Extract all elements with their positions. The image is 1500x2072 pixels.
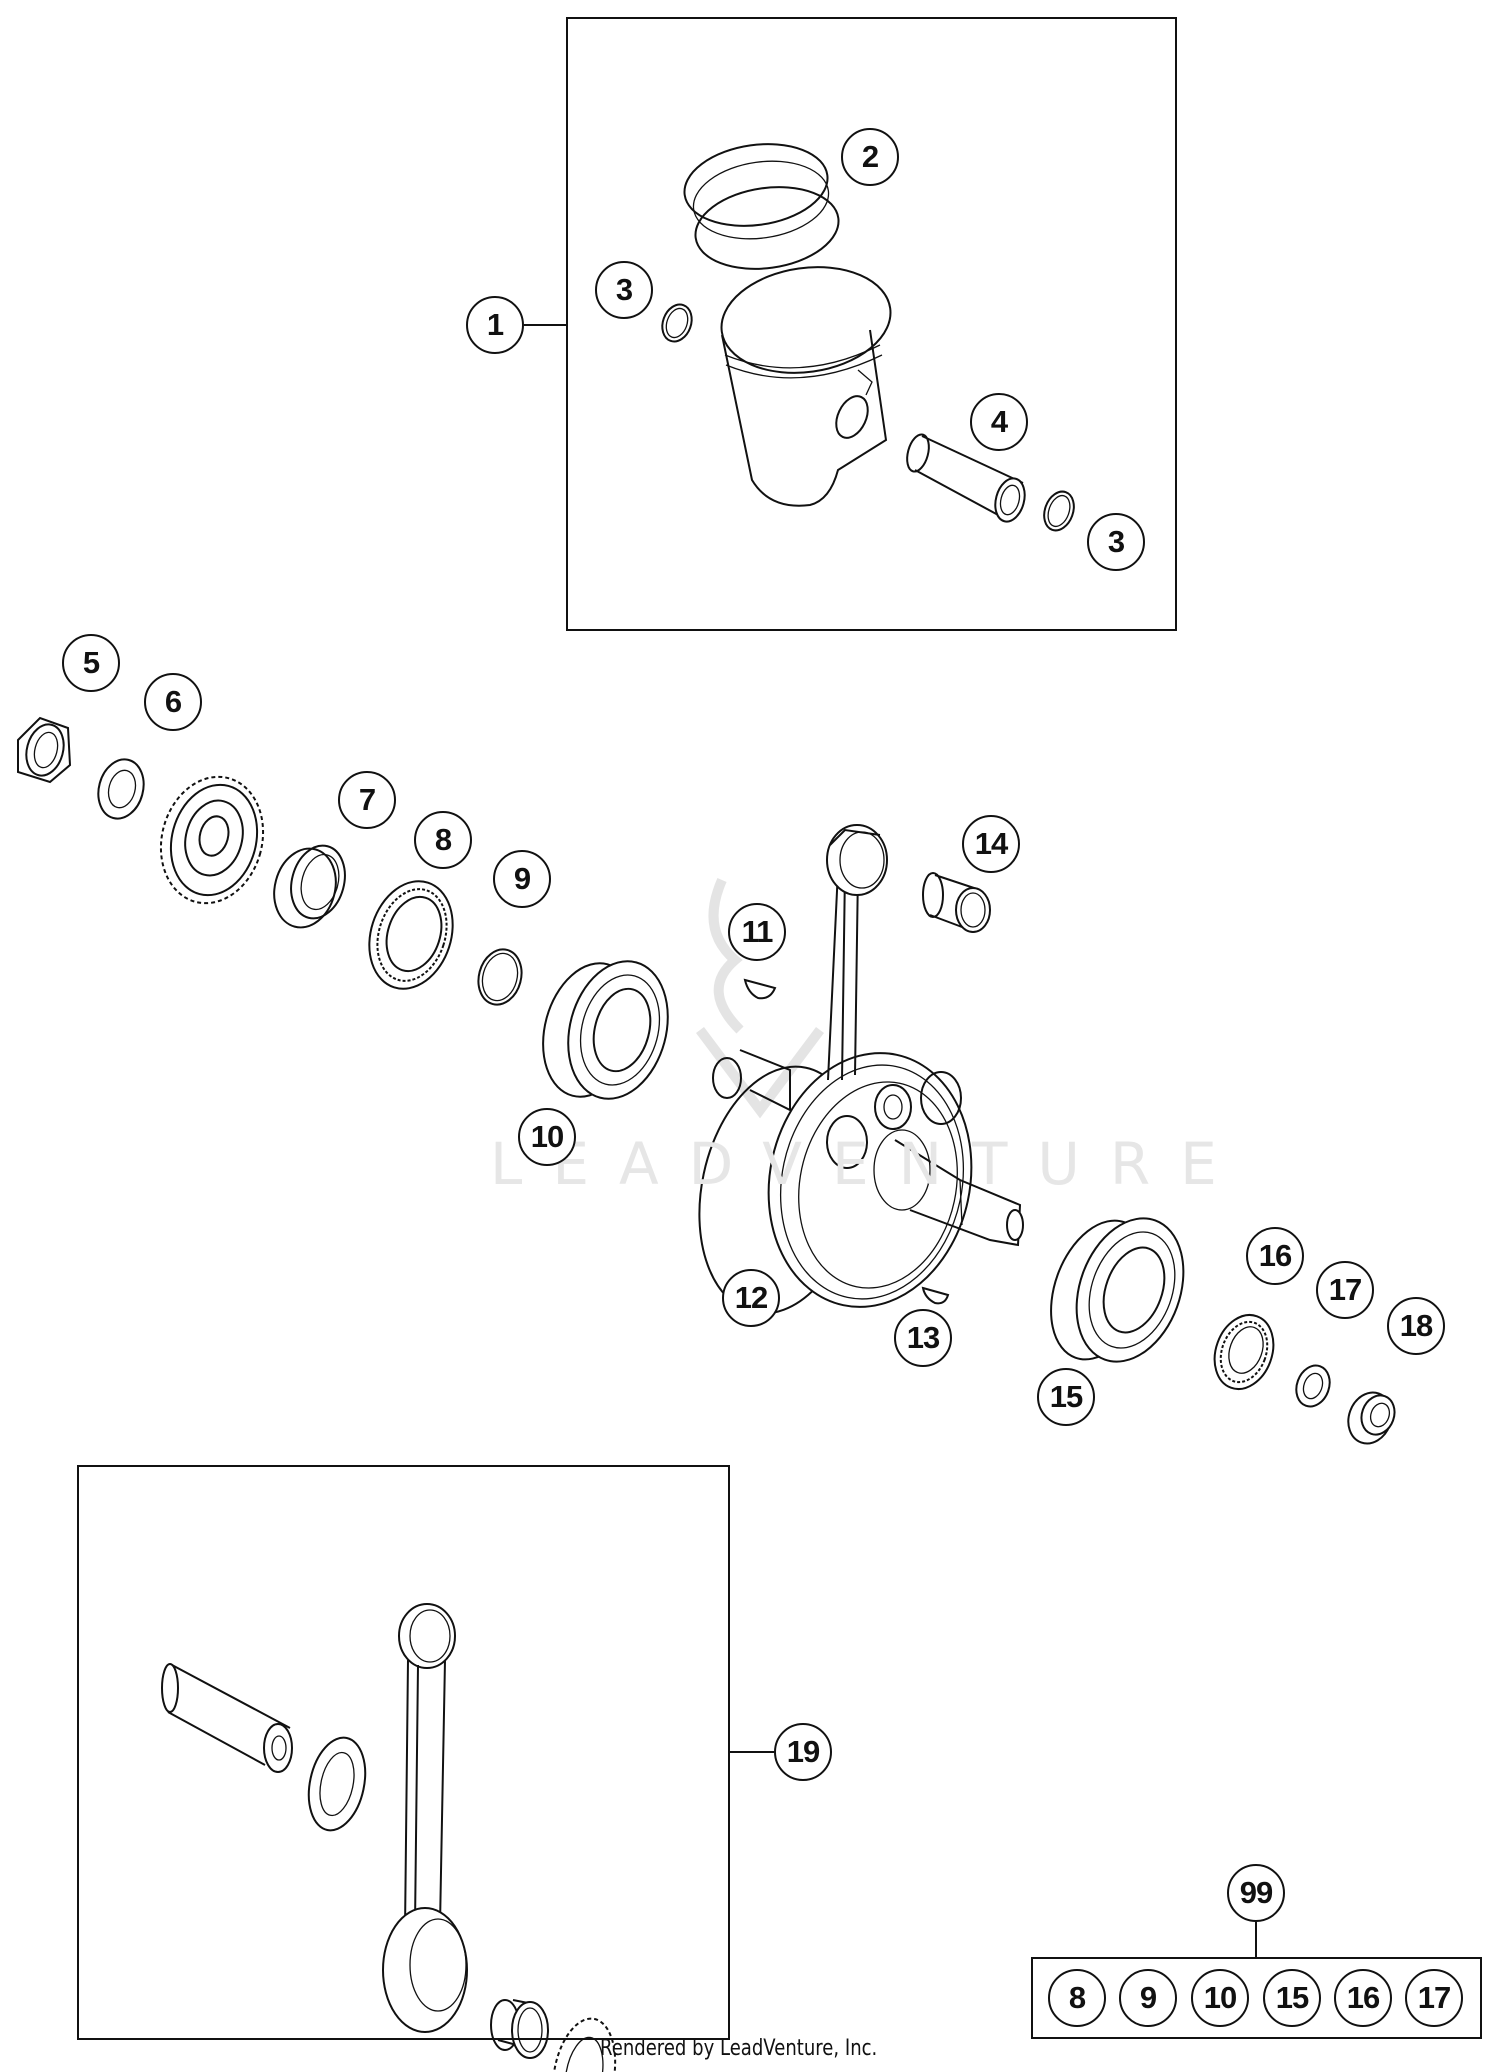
hex-nut-drawing bbox=[17, 716, 72, 784]
piston-rings-drawing bbox=[683, 143, 840, 270]
conrod-kit-box bbox=[77, 1465, 730, 2040]
kit-99-member-10[interactable]: 10 bbox=[1191, 1969, 1249, 2027]
callout-4[interactable]: 4 bbox=[970, 393, 1028, 451]
callout-1[interactable]: 1 bbox=[466, 296, 524, 354]
callout-6[interactable]: 6 bbox=[144, 673, 202, 731]
kit-conrod-drawing bbox=[382, 1603, 468, 2033]
kit-99-member-9[interactable]: 9 bbox=[1119, 1969, 1177, 2027]
callout-12[interactable]: 12 bbox=[722, 1269, 780, 1327]
callout-19[interactable]: 19 bbox=[774, 1723, 832, 1781]
woodruff-key-top-drawing bbox=[743, 978, 777, 1000]
kit-99-member-15[interactable]: 15 bbox=[1263, 1969, 1321, 2027]
callout-3-right[interactable]: 3 bbox=[1087, 513, 1145, 571]
callout-7[interactable]: 7 bbox=[338, 771, 396, 829]
collar-nut-drawing bbox=[1347, 1391, 1396, 1445]
spacer-ring-drawing bbox=[273, 844, 346, 929]
piston-drawing bbox=[720, 266, 892, 507]
kit-99-box bbox=[1031, 1957, 1482, 2039]
callout-3-left[interactable]: 3 bbox=[595, 261, 653, 319]
callout-2[interactable]: 2 bbox=[841, 128, 899, 186]
callout-11[interactable]: 11 bbox=[728, 903, 786, 961]
lock-washer-right-drawing bbox=[1295, 1364, 1331, 1408]
crankshaft-drawing bbox=[698, 824, 1024, 1315]
ball-bearing-right-drawing bbox=[1050, 1217, 1185, 1363]
watermark-logo-icon bbox=[696, 877, 824, 1119]
kit-thrust-washer-drawing bbox=[307, 1736, 367, 1832]
lock-washer-drawing bbox=[97, 758, 145, 820]
leader-line-19 bbox=[730, 1751, 774, 1753]
leader-line-99 bbox=[1255, 1922, 1257, 1958]
callout-8[interactable]: 8 bbox=[414, 811, 472, 869]
render-credit: Rendered by LeadVenture, Inc. bbox=[600, 2036, 878, 2061]
callout-15[interactable]: 15 bbox=[1037, 1368, 1095, 1426]
kit-99-member-8[interactable]: 8 bbox=[1048, 1969, 1106, 2027]
callout-13[interactable]: 13 bbox=[894, 1309, 952, 1367]
callout-5[interactable]: 5 bbox=[62, 634, 120, 692]
woodruff-key-bottom-drawing bbox=[921, 1286, 950, 1305]
needle-bearing-drawing bbox=[922, 872, 991, 933]
callout-17[interactable]: 17 bbox=[1316, 1261, 1374, 1319]
callout-10[interactable]: 10 bbox=[518, 1108, 576, 1166]
callout-16[interactable]: 16 bbox=[1246, 1227, 1304, 1285]
piston-kit-box bbox=[566, 17, 1177, 631]
piston-pin-drawing bbox=[906, 433, 1026, 523]
o-ring-left-drawing bbox=[477, 948, 523, 1006]
clip-right-drawing bbox=[1043, 490, 1075, 532]
callout-99[interactable]: 99 bbox=[1227, 1864, 1285, 1922]
kit-pin-drawing bbox=[161, 1663, 293, 1773]
ball-bearing-left-drawing bbox=[542, 960, 669, 1100]
kit-99-member-16[interactable]: 16 bbox=[1334, 1969, 1392, 2027]
callout-9[interactable]: 9 bbox=[493, 850, 551, 908]
shaft-seal-left-drawing bbox=[368, 880, 454, 990]
callout-14[interactable]: 14 bbox=[962, 815, 1020, 873]
kit-99-member-17[interactable]: 17 bbox=[1405, 1969, 1463, 2027]
shaft-seal-right-drawing bbox=[1213, 1314, 1275, 1390]
callout-18[interactable]: 18 bbox=[1387, 1297, 1445, 1355]
kit-needle-bearing-drawing bbox=[490, 1999, 549, 2059]
clip-left-drawing bbox=[661, 303, 693, 343]
leader-line-1 bbox=[524, 324, 567, 326]
gear-drawing bbox=[159, 775, 265, 905]
